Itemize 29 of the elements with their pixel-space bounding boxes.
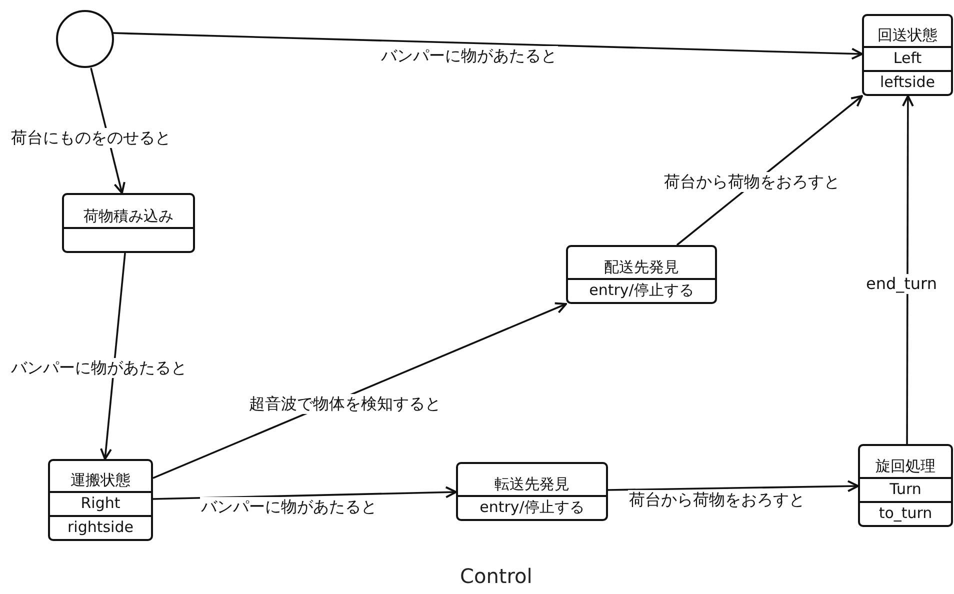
state-action: leftside [864, 70, 951, 94]
state-action: Left [864, 46, 951, 70]
state-box [456, 462, 608, 521]
state-box [862, 14, 953, 96]
state-name: 運搬状態 [70, 470, 132, 491]
state-name: 荷物積み込み [82, 206, 174, 227]
state-box [566, 245, 717, 304]
state-name: 回送状態 [876, 25, 938, 46]
state-box [48, 459, 153, 541]
state-box [62, 193, 195, 253]
arrow [112, 32, 863, 60]
arrow [152, 486, 457, 500]
edge-label: バンパーに物があたると [380, 46, 558, 66]
state-name: 転送先発見 [494, 474, 570, 495]
state-action: Turn [860, 477, 951, 501]
edge-label: end_turn [865, 274, 938, 294]
state-action: rightside [50, 515, 151, 539]
caption: Control [460, 564, 532, 588]
state-action: entry/停止する [568, 278, 715, 302]
arrow [608, 480, 859, 492]
state-action: Right [50, 491, 151, 515]
state-name: 旋回処理 [874, 456, 936, 477]
arrow [902, 95, 914, 444]
state-box [858, 444, 953, 527]
state-action: to_turn [860, 501, 951, 525]
arrow [100, 252, 126, 460]
arrow [152, 302, 567, 479]
state-name: 配送先発見 [603, 257, 680, 278]
state-action: entry/停止する [458, 495, 606, 519]
